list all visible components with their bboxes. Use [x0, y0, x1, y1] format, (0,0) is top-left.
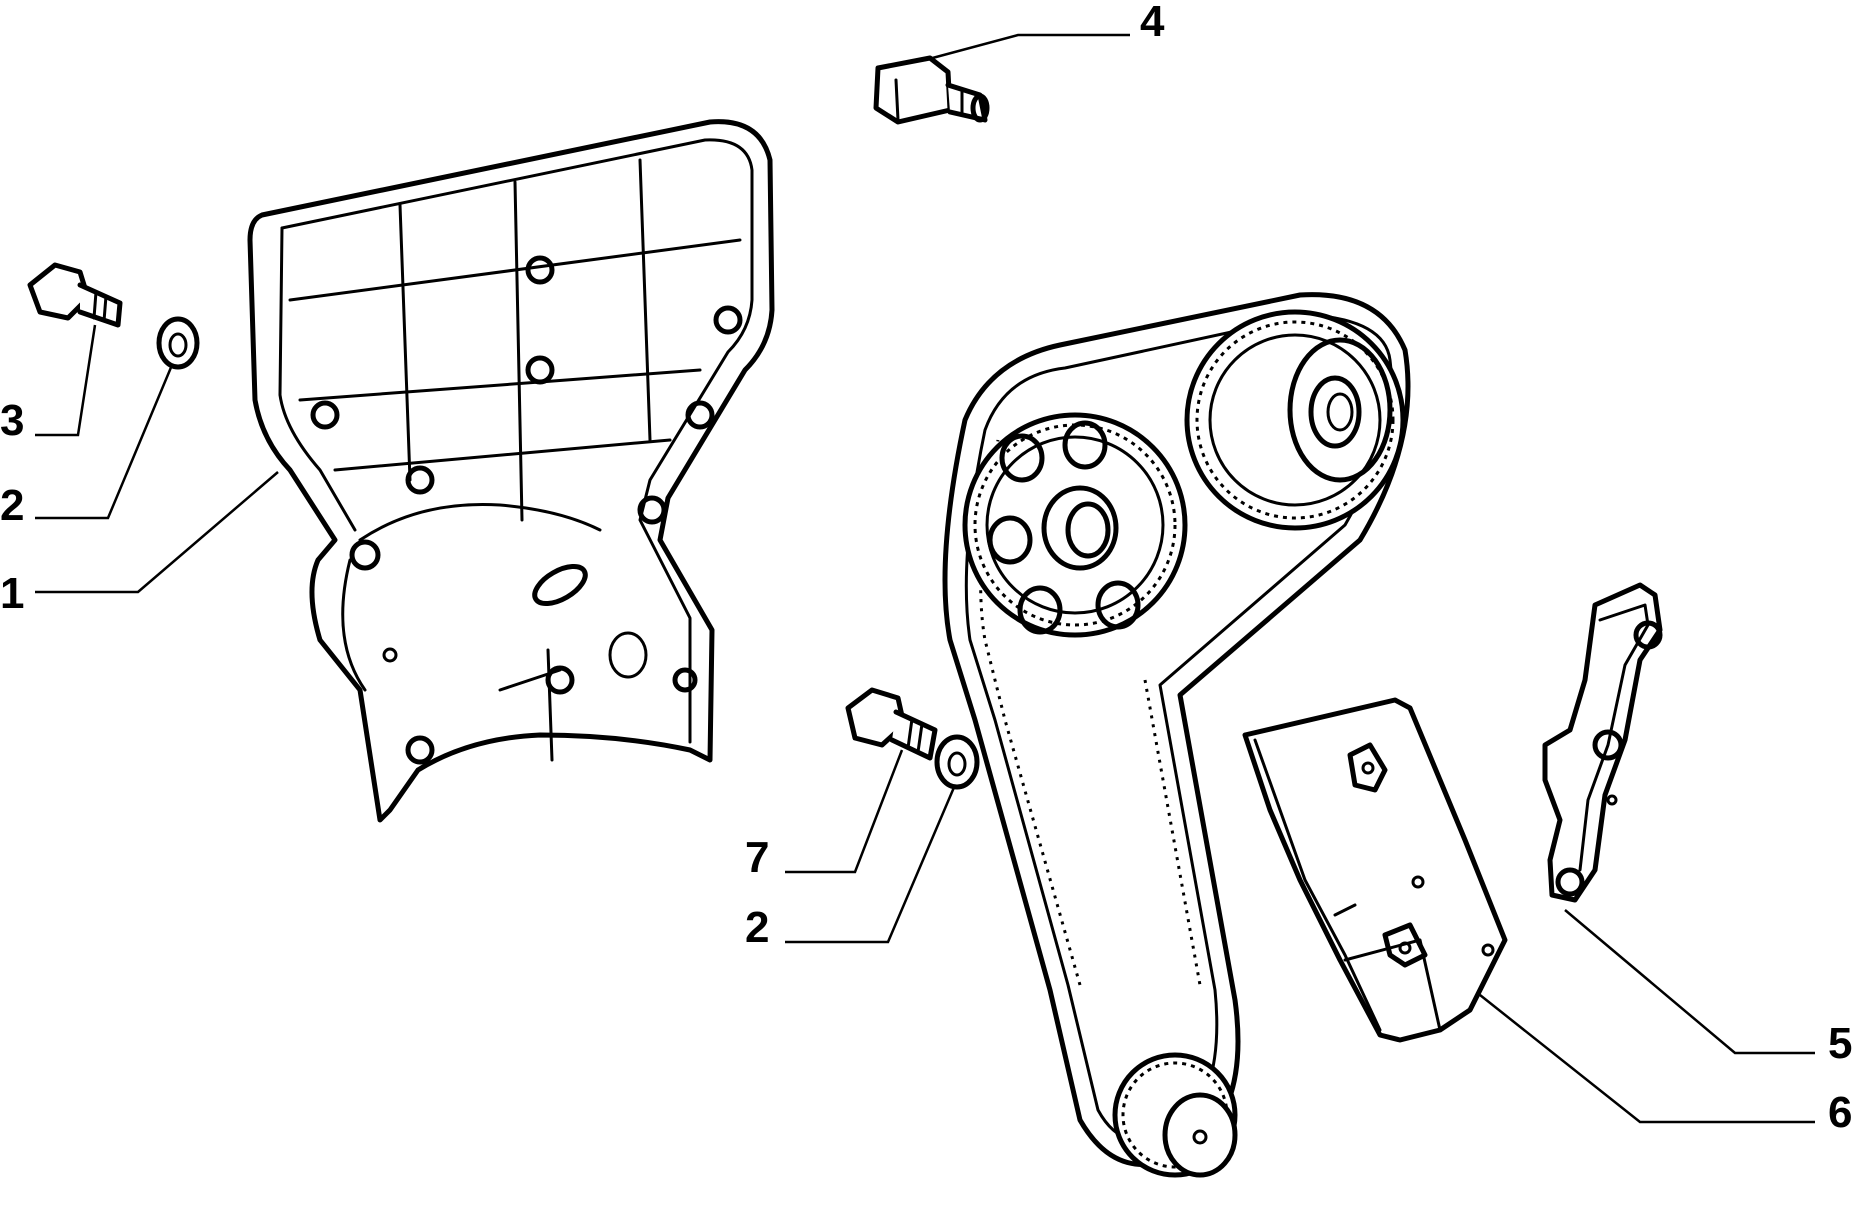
callout-4: 4 [1140, 0, 1165, 46]
callout-2-lower: 2 [745, 903, 769, 952]
callout-7: 7 [745, 833, 769, 882]
callout-5: 5 [1828, 1019, 1852, 1068]
camshaft-pulley-right[interactable] [1184, 309, 1406, 531]
washer-part-2-lower[interactable] [934, 734, 980, 790]
hex-bolt-part-7[interactable] [845, 687, 938, 761]
hex-bolt-part-3[interactable] [27, 262, 123, 328]
lower-cover-part-6[interactable] [1242, 697, 1508, 1043]
leader-lines [35, 33, 1815, 1124]
callout-2-upper: 2 [0, 481, 24, 530]
callout-6: 6 [1828, 1088, 1852, 1137]
camshaft-pulley-left[interactable] [962, 412, 1188, 638]
bracket-part-5[interactable] [1542, 582, 1663, 903]
callout-1: 1 [0, 569, 24, 618]
callout-3: 3 [0, 396, 24, 445]
callout-labels: 1 2 3 4 7 2 5 6 [0, 0, 1852, 1137]
crankshaft-pulley[interactable] [1112, 1052, 1238, 1178]
rear-timing-cover[interactable] [247, 119, 775, 823]
washer-part-2-upper[interactable] [156, 316, 200, 370]
stud-part-4[interactable] [873, 55, 990, 125]
